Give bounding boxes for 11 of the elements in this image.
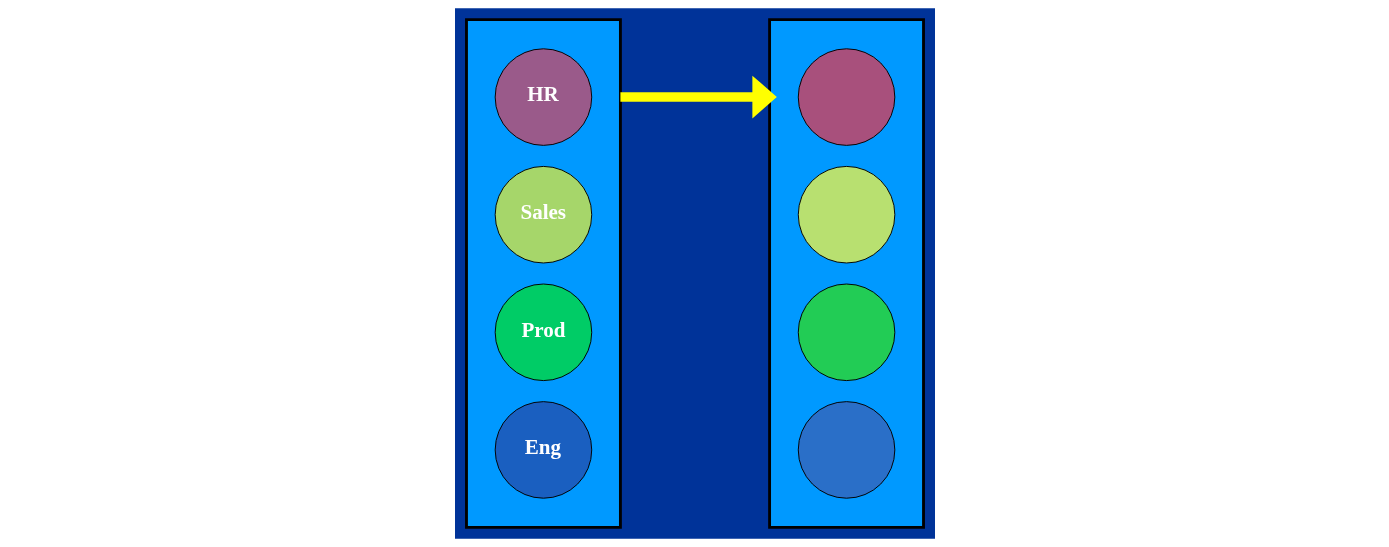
node-circle (797, 283, 895, 382)
arrow (619, 75, 777, 119)
node-circle (797, 48, 895, 146)
node-circle: Sales (494, 165, 592, 264)
node-circle: Eng (494, 401, 592, 499)
node-circle (797, 165, 895, 264)
cluster (464, 18, 622, 529)
node-circle: Prod (494, 283, 592, 382)
node-circle: HR (494, 48, 592, 146)
cluster (767, 18, 925, 529)
node-circle (797, 401, 895, 499)
